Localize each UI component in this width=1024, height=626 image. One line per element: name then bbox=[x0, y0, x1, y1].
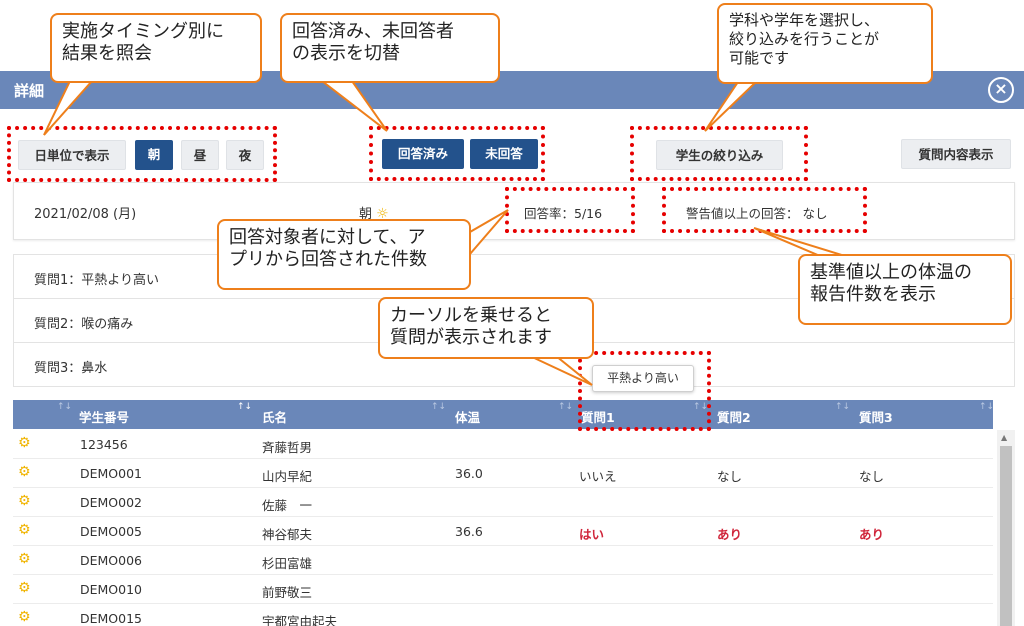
highlight-answer-toggle bbox=[369, 126, 545, 181]
cell-name: 佐藤 一 bbox=[262, 498, 313, 513]
student-filter-button[interactable]: 学生の絞り込み bbox=[656, 140, 783, 170]
column-question2[interactable]: 質問2 bbox=[717, 410, 751, 425]
answer-rate: 回答率：5/16 bbox=[524, 206, 603, 221]
answered-button[interactable]: 回答済み bbox=[382, 139, 464, 169]
cell-question3: あり bbox=[859, 527, 885, 542]
callout-warning: 基準値以上の体温の 報告件数を表示 bbox=[798, 254, 1012, 325]
modal-title: 詳細 bbox=[14, 82, 45, 100]
sort-icon[interactable]: ↑↓ bbox=[835, 402, 851, 412]
table-row[interactable]: ⚙ DEMO015 宇都宮由起夫 bbox=[13, 604, 993, 626]
gear-icon[interactable]: ⚙ bbox=[18, 522, 31, 538]
callout-text: 報告件数を表示 bbox=[810, 284, 936, 305]
column-question3[interactable]: 質問3 bbox=[859, 410, 893, 425]
cell-name: 杉田富雄 bbox=[262, 556, 313, 571]
sort-icon[interactable]: ↑↓ bbox=[693, 402, 709, 412]
callout-filter: 学科や学年を選択し、 絞り込みを行うことが 可能です bbox=[717, 3, 933, 84]
gear-icon[interactable]: ⚙ bbox=[18, 580, 31, 596]
cell-student-id: DEMO001 bbox=[80, 466, 143, 481]
scroll-up-icon[interactable]: ▲ bbox=[1001, 433, 1008, 442]
sort-icon[interactable]: ↑↓ bbox=[558, 402, 574, 412]
table-row[interactable]: ⚙ DEMO010 前野敬三 bbox=[13, 575, 993, 604]
callout-timing: 実施タイミング別に 結果を照会 bbox=[50, 13, 262, 83]
callout-text: 学科や学年を選択し、 bbox=[729, 11, 880, 29]
callout-text: 実施タイミング別に bbox=[62, 21, 224, 42]
gear-icon[interactable]: ⚙ bbox=[18, 551, 31, 567]
cell-question1: はい bbox=[579, 527, 605, 542]
highlight-filter bbox=[630, 126, 808, 181]
callout-text: 質問が表示されます bbox=[390, 327, 552, 348]
callout-text: プリから回答された件数 bbox=[229, 249, 427, 270]
callout-text: カーソルを乗せると bbox=[390, 305, 552, 326]
table-row[interactable]: ⚙ DEMO006 杉田富雄 bbox=[13, 546, 993, 575]
table-header: ↑↓ 学生番号 ↑↓ 氏名 ↑↓ 体温 ↑↓ 質問1 ↑↓ 質問2 ↑↓ 質問3… bbox=[13, 400, 995, 429]
callout-text: 絞り込みを行うことが bbox=[729, 30, 880, 48]
callout-text: の表示を切替 bbox=[292, 43, 400, 64]
table-row[interactable]: ⚙ DEMO002 佐藤 一 bbox=[13, 488, 993, 517]
column-student-id[interactable]: 学生番号 bbox=[79, 410, 130, 425]
summary-date: 2021/02/08 (月) bbox=[34, 207, 137, 222]
cell-name: 斉藤哲男 bbox=[262, 440, 313, 455]
question-item: 質問3：鼻水 bbox=[34, 361, 108, 376]
timing-noon-button[interactable]: 昼 bbox=[181, 140, 219, 170]
cell-name: 前野敬三 bbox=[262, 585, 313, 600]
timing-night-button[interactable]: 夜 bbox=[226, 140, 264, 170]
timing-morning-button[interactable]: 朝 bbox=[135, 140, 173, 170]
sort-icon[interactable]: ↑↓ bbox=[237, 402, 253, 412]
table-row[interactable]: ⚙ DEMO005 神谷郁夫 36.6 はい あり あり bbox=[13, 517, 993, 546]
callout-tooltip: カーソルを乗せると 質問が表示されます bbox=[378, 297, 594, 359]
cell-student-id: DEMO010 bbox=[80, 582, 143, 597]
table-row[interactable]: ⚙ 123456 斉藤哲男 bbox=[13, 430, 993, 459]
callout-text: 回答済み、未回答者 bbox=[292, 21, 454, 42]
cell-name: 宇都宮由起夫 bbox=[262, 614, 338, 626]
close-icon[interactable]: × bbox=[988, 77, 1014, 103]
cell-student-id: DEMO002 bbox=[80, 495, 143, 510]
callout-text: 回答対象者に対して、ア bbox=[229, 227, 426, 248]
warning-count: 警告値以上の回答： なし bbox=[686, 206, 828, 221]
column-question1[interactable]: 質問1 bbox=[581, 410, 615, 425]
cell-name: 山内早紀 bbox=[262, 469, 313, 484]
callout-answer-toggle: 回答済み、未回答者 の表示を切替 bbox=[280, 13, 500, 83]
cell-student-id: 123456 bbox=[80, 437, 128, 452]
summary-slot: 朝 ☼ bbox=[359, 203, 389, 222]
column-temperature[interactable]: 体温 bbox=[455, 410, 481, 425]
highlight-tooltip bbox=[578, 351, 711, 431]
gear-icon[interactable]: ⚙ bbox=[18, 435, 31, 451]
daily-view-button[interactable]: 日単位で表示 bbox=[18, 140, 126, 170]
cell-name: 神谷郁夫 bbox=[262, 527, 313, 542]
table-row[interactable]: ⚙ DEMO001 山内早紀 36.0 いいえ なし なし bbox=[13, 459, 993, 488]
cell-temperature: 36.0 bbox=[455, 466, 483, 481]
callout-text: 可能です bbox=[729, 49, 790, 67]
cell-temperature: 36.6 bbox=[455, 524, 483, 539]
sun-icon: ☼ bbox=[376, 206, 389, 222]
column-name[interactable]: 氏名 bbox=[262, 410, 288, 425]
callout-text: 結果を照会 bbox=[62, 43, 152, 64]
cell-student-id: DEMO005 bbox=[80, 524, 143, 539]
sort-icon[interactable]: ↑↓ bbox=[979, 402, 995, 412]
cell-question2: あり bbox=[717, 527, 743, 542]
unanswered-button[interactable]: 未回答 bbox=[470, 139, 538, 169]
cell-question3: なし bbox=[859, 469, 885, 484]
summary-slot-label: 朝 bbox=[359, 207, 373, 222]
table-scrollbar[interactable]: ▲ bbox=[997, 430, 1015, 626]
cell-question2: なし bbox=[717, 469, 743, 484]
question-detail-button[interactable]: 質問内容表示 bbox=[901, 139, 1011, 169]
cell-question1: いいえ bbox=[579, 469, 617, 484]
callout-text: 基準値以上の体温の bbox=[810, 262, 972, 283]
highlight-rate bbox=[505, 187, 635, 233]
gear-icon[interactable]: ⚙ bbox=[18, 609, 31, 625]
callout-rate: 回答対象者に対して、ア プリから回答された件数 bbox=[217, 219, 471, 290]
cell-student-id: DEMO006 bbox=[80, 553, 143, 568]
sort-icon[interactable]: ↑↓ bbox=[431, 402, 447, 412]
gear-icon[interactable]: ⚙ bbox=[18, 464, 31, 480]
cell-student-id: DEMO015 bbox=[80, 611, 143, 626]
gear-icon[interactable]: ⚙ bbox=[18, 493, 31, 509]
sort-icon[interactable]: ↑↓ bbox=[57, 402, 73, 412]
highlight-timing bbox=[7, 126, 277, 182]
scroll-thumb[interactable] bbox=[1000, 446, 1012, 626]
highlight-warning bbox=[662, 187, 867, 233]
